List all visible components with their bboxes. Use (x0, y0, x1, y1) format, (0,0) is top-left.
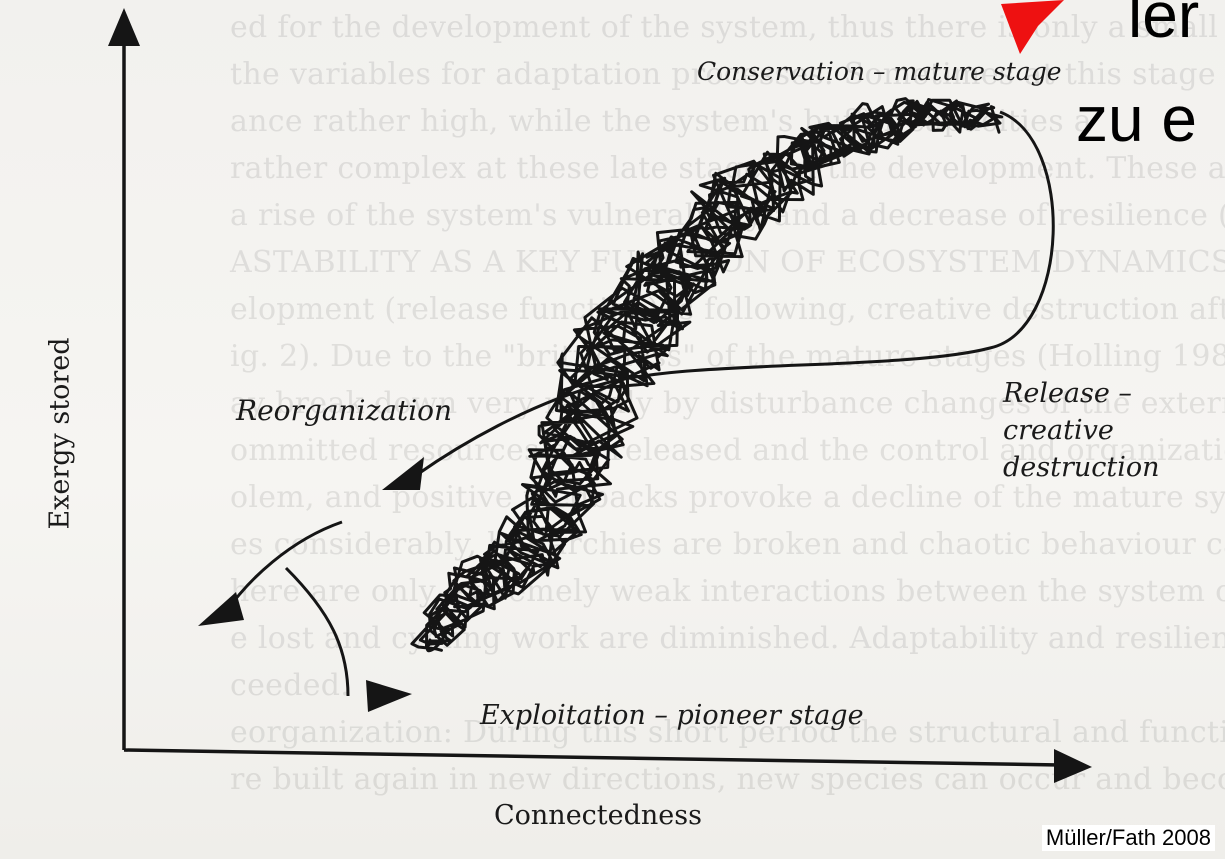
overlay-text-line1: ler (1128, 0, 1199, 52)
overlay-text-line2: zu e (1076, 82, 1197, 156)
reorganization-label: Reorganization (236, 394, 452, 427)
exploitation-label: Exploitation – pioneer stage (480, 700, 864, 731)
exploitation-arc (286, 568, 348, 696)
right-arrowhead-icon (366, 680, 412, 712)
red-arrow-icon (1001, 0, 1064, 54)
x-axis (124, 750, 1060, 765)
reorganization-arrowhead-icon (382, 457, 424, 490)
release-label-line3: destruction (1003, 452, 1160, 483)
reorganization-arc (226, 522, 342, 612)
x-axis-label: Connectedness (494, 800, 702, 831)
adaptive-cycle-tangle (412, 99, 1002, 651)
release-label-line2: creative (1003, 415, 1114, 446)
x-axis-arrowhead-icon (1054, 749, 1092, 783)
conservation-label: Conservation – mature stage (697, 57, 1062, 86)
y-axis-arrowhead-icon (108, 8, 140, 46)
credit-text: Müller/Fath 2008 (1042, 825, 1215, 851)
release-label-line1: Release – (1003, 378, 1132, 409)
left-arrowhead-icon (198, 592, 244, 626)
y-axis-label: Exergy stored (45, 334, 76, 534)
